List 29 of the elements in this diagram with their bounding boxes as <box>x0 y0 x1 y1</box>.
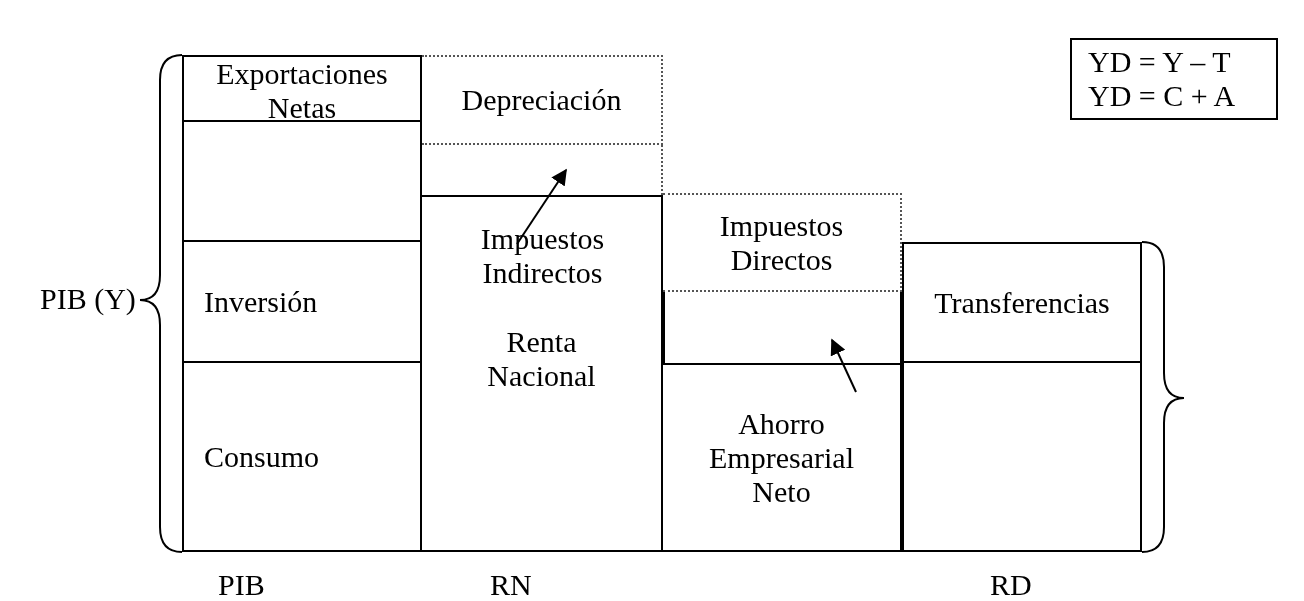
box-label: Exportaciones Netas <box>215 57 389 125</box>
arrow <box>830 338 857 393</box>
box-label: Impuestos Indirectos <box>479 222 606 290</box>
dotted-box <box>422 55 663 145</box>
account-box <box>663 363 902 552</box>
box-label: Transferencias <box>934 285 1110 320</box>
account-box <box>902 242 1142 363</box>
dotted-box <box>663 193 902 292</box>
empty-box <box>182 122 422 242</box>
formula-box <box>1070 38 1278 120</box>
box-label: Impuestos Directos <box>718 208 845 277</box>
box-label: Consumo <box>204 439 320 474</box>
account-box <box>182 242 422 363</box>
formula-text: YD = Y – T <box>1088 45 1231 79</box>
box-label: Renta Nacional <box>486 325 597 393</box>
account-box <box>182 55 422 122</box>
column-label: RN <box>490 568 532 601</box>
box-label: Ahorro Empresarial Neto <box>708 406 855 509</box>
box-label: Inversión <box>204 284 318 319</box>
arrow <box>516 168 567 245</box>
account-box <box>422 195 663 552</box>
box-label: Depreciación <box>461 83 622 117</box>
empty-box <box>902 363 1142 552</box>
column-label: PIB <box>218 568 265 601</box>
account-box <box>182 363 422 552</box>
formula-text: YD = C + A <box>1088 79 1236 113</box>
column-label: RD <box>990 568 1032 601</box>
brace-label: PIB (Y) <box>40 282 136 316</box>
empty-region <box>663 292 902 363</box>
